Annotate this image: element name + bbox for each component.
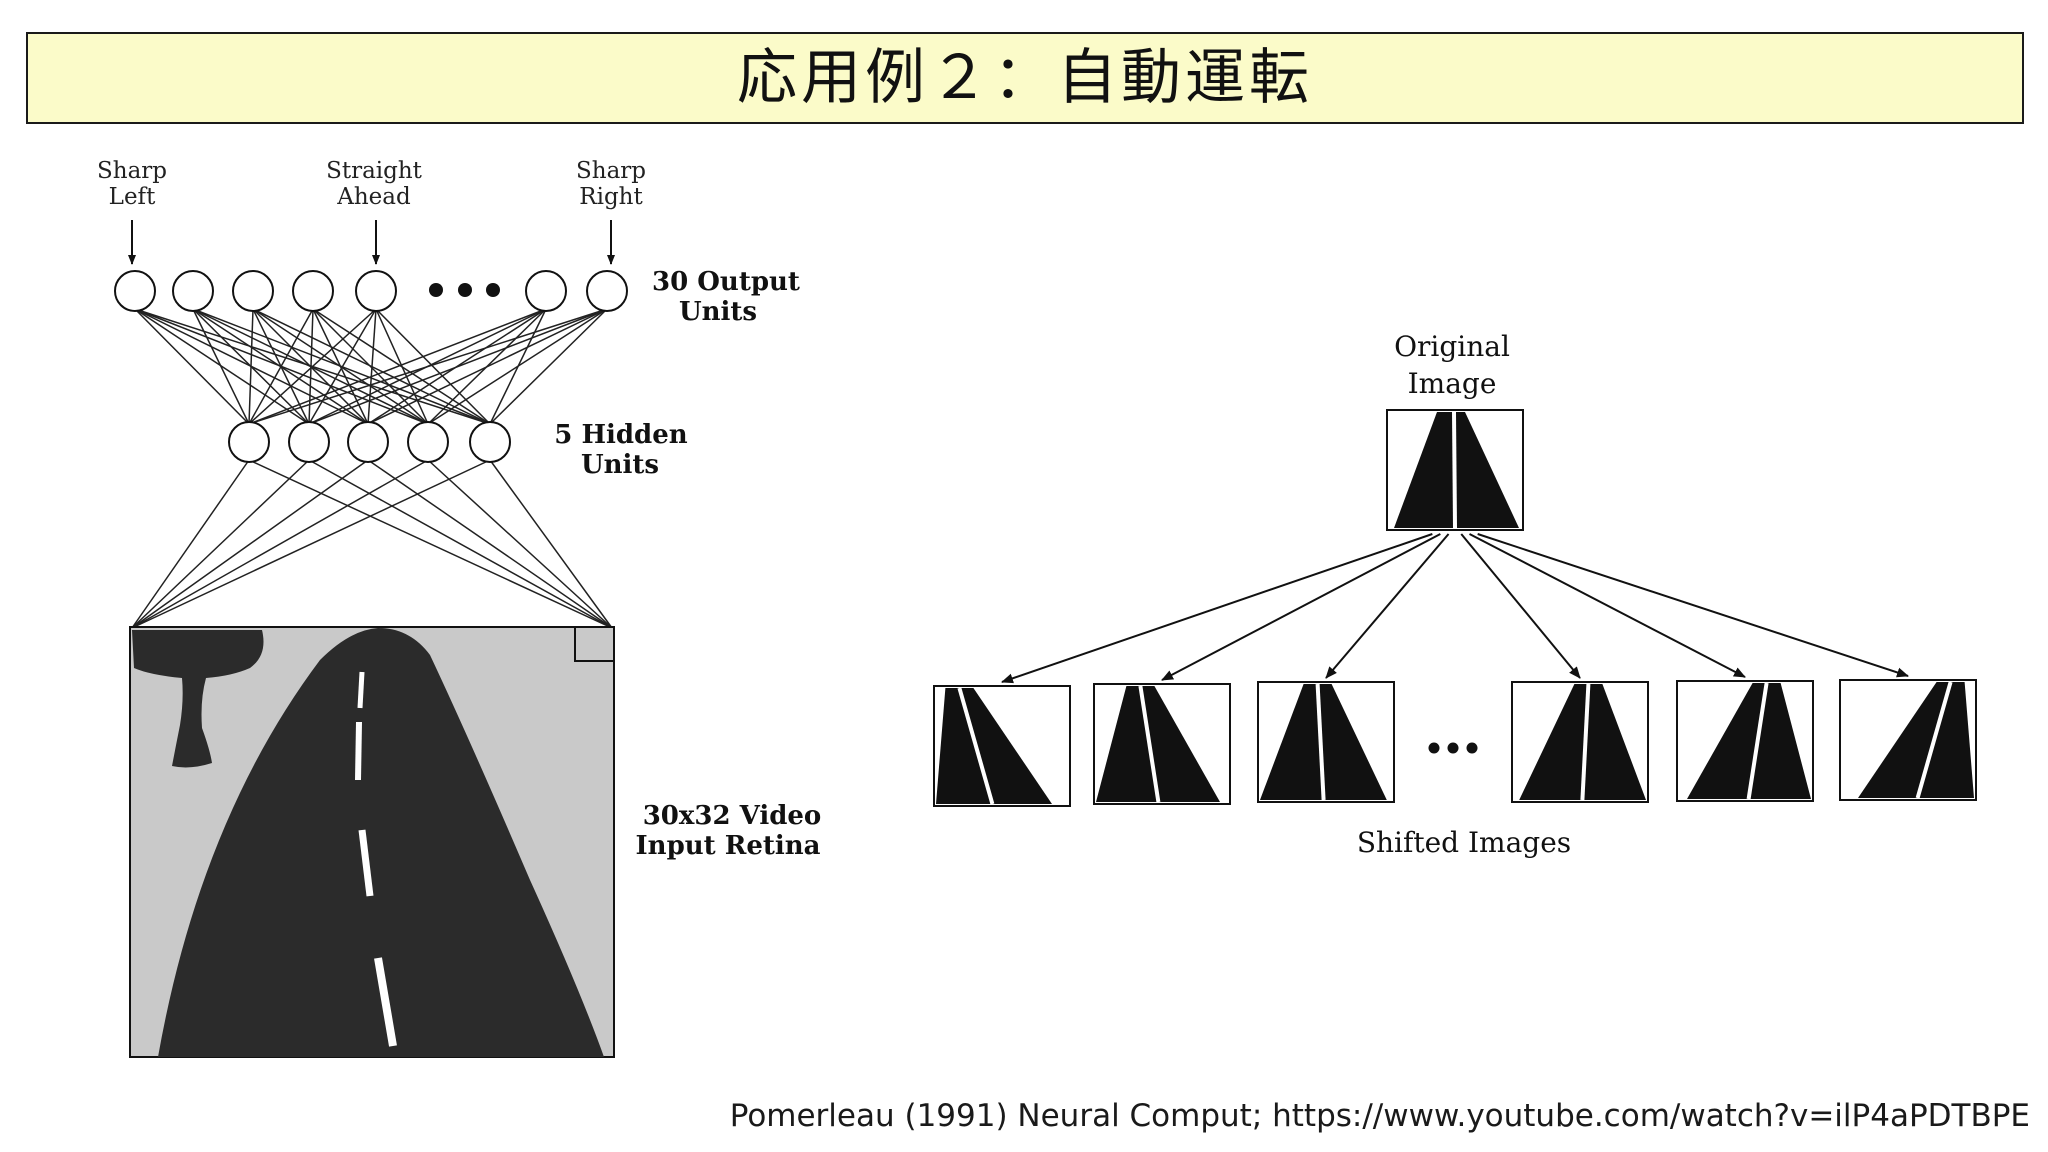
network-connections: [131, 308, 613, 629]
shifted-images-diagram: Original Image Shifted Images: [933, 330, 1977, 859]
connection-line: [131, 459, 491, 629]
shifted-image: [933, 685, 1071, 807]
connection-line: [131, 459, 310, 629]
lane-dash: [374, 957, 397, 1047]
connection-line: [367, 308, 377, 425]
connection-line: [308, 459, 613, 629]
original-image-label-line1: Original: [1394, 330, 1510, 363]
output-unit: [586, 270, 628, 312]
connection-line: [131, 459, 429, 629]
output-units-label-line2: Units: [679, 297, 757, 327]
shift-arrows: [1001, 533, 1909, 684]
original-image-label-line2: Image: [1408, 367, 1497, 400]
hidden-units-label-line1: 5 Hidden: [554, 420, 687, 450]
shifted-ellipsis: [1428, 742, 1478, 754]
connection-line: [308, 308, 608, 425]
connection-line: [248, 308, 314, 425]
input-retina: [129, 626, 615, 1058]
connection-line: [131, 459, 250, 629]
hidden-unit: [288, 421, 330, 463]
original-image: [1386, 409, 1524, 531]
shifted-image: [1093, 683, 1231, 805]
connection-line: [134, 308, 310, 425]
hidden-unit: [228, 421, 270, 463]
connection-line: [367, 459, 613, 629]
lane-dash: [357, 671, 365, 709]
shift-arrow: [1001, 533, 1433, 684]
connection-line: [312, 308, 429, 425]
connection-line: [248, 308, 254, 425]
shifted-images-row: [933, 679, 1977, 807]
hidden-unit: [469, 421, 511, 463]
output-unit: [525, 270, 567, 312]
output-label-sharp-right-line2: Right: [579, 184, 643, 210]
output-label-straight-ahead-line2: Ahead: [336, 184, 411, 210]
title-bar: 応用例２：自動運転: [26, 32, 2024, 124]
output-layer: [114, 270, 628, 312]
citation: Pomerleau (1991) Neural Comput; https://…: [729, 1098, 2030, 1134]
output-units-label-line1: 30 Output: [652, 267, 800, 297]
shifted-image: [1676, 680, 1814, 802]
connection-line: [248, 308, 547, 425]
output-unit: [292, 270, 334, 312]
shift-arrow: [1477, 533, 1909, 678]
connection-line: [375, 308, 491, 425]
output-label-sharp-left-line2: Left: [109, 184, 156, 210]
retina-label-line1: 30x32 Video: [643, 801, 822, 831]
connection-line: [248, 308, 608, 425]
connection-line: [248, 308, 377, 425]
shifted-image: [1257, 681, 1395, 803]
tree-silhouette: [132, 630, 264, 768]
shift-arrow: [1469, 533, 1746, 678]
slide-title: 応用例２：自動運転: [737, 43, 1313, 113]
output-ellipsis: [429, 283, 500, 297]
shift-arrow: [1460, 533, 1581, 679]
connection-line: [134, 308, 250, 425]
output-unit: [355, 270, 397, 312]
connection-line: [427, 308, 608, 425]
hidden-unit: [407, 421, 449, 463]
retina-label-line2: Input Retina: [636, 831, 821, 861]
shift-arrow: [1325, 533, 1450, 679]
output-unit: [114, 270, 156, 312]
connection-line: [192, 308, 250, 425]
hidden-units-label-line2: Units: [581, 450, 659, 480]
hidden-layer: [228, 421, 511, 463]
lane-dash: [355, 721, 362, 781]
shifted-image: [1839, 679, 1977, 801]
connection-line: [308, 308, 377, 425]
connection-line: [248, 459, 613, 629]
connection-line: [375, 308, 429, 425]
alvinn-network-diagram: Sharp Left Straight Ahead Sharp Right 30…: [97, 158, 822, 1058]
retina-pixel-box: [574, 626, 615, 662]
output-label-sharp-left-line1: Sharp: [97, 158, 167, 184]
output-label-sharp-right-line1: Sharp: [576, 158, 646, 184]
output-unit: [232, 270, 274, 312]
connection-line: [367, 308, 608, 425]
hidden-unit: [347, 421, 389, 463]
output-unit: [172, 270, 214, 312]
connection-line: [489, 459, 613, 629]
shift-arrow: [1161, 533, 1441, 681]
output-label-straight-ahead-line1: Straight: [326, 158, 423, 184]
lane-dash: [358, 829, 374, 897]
connection-line: [427, 459, 613, 629]
connection-line: [489, 308, 608, 425]
road-surface: [158, 628, 604, 1057]
connection-line: [131, 459, 369, 629]
shifted-image: [1511, 681, 1649, 803]
shifted-images-label: Shifted Images: [1357, 826, 1571, 859]
